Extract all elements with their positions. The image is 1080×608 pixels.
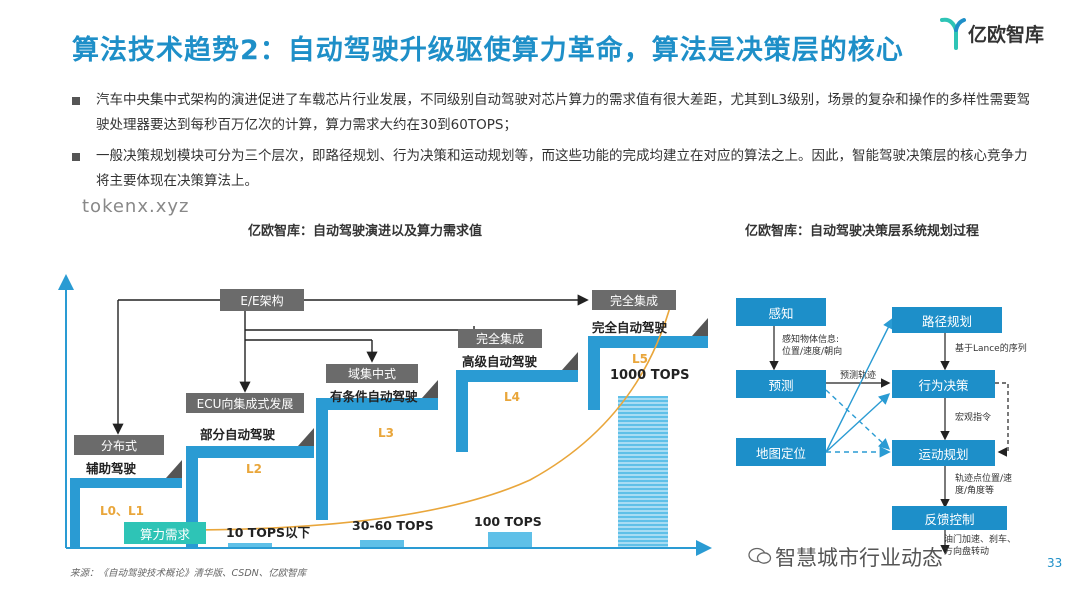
right-diagram-title: 亿欧智库：自动驾驶决策层系统规划过程	[745, 224, 980, 239]
node-route-planning: 路径规划	[892, 307, 1002, 333]
annotation: 预测轨迹	[840, 371, 877, 381]
bullet-square-icon	[72, 153, 80, 161]
compute-value: 30-60 TOPS	[352, 518, 434, 533]
arch-label-full-integration: 完全集成	[458, 329, 542, 348]
compute-demand-label: 算力需求	[124, 522, 206, 544]
level-label-l0-l1: L0、L1	[100, 504, 144, 518]
compute-bar	[618, 396, 668, 547]
annotation: 基于Lance的序列	[955, 344, 1027, 354]
compute-bar	[360, 540, 404, 547]
wechat-icon	[748, 547, 772, 564]
level-label-l4: L4	[504, 390, 520, 404]
arch-label-domain: 域集中式	[326, 364, 418, 383]
arch-label-distributed: 分布式	[74, 435, 164, 455]
compute-bar	[228, 543, 272, 547]
arch-label-ecu: ECU向集成式发展	[186, 393, 304, 413]
ee-architecture-label: E/E架构	[220, 289, 304, 311]
stage-name-l5: 完全自动驾驶	[592, 320, 668, 335]
page-title: 算法技术趋势2：自动驾驶升级驱使算力革命，算法是决策层的核心	[72, 35, 904, 66]
brand-logo-icon	[940, 17, 966, 50]
bullet-square-icon	[72, 97, 80, 105]
wechat-account-name: 智慧城市行业动态	[775, 546, 943, 570]
watermark: tokenx.xyz	[82, 196, 190, 217]
annotation: 位置/速度/朝向	[782, 347, 843, 357]
arch-label-full-integration: 完全集成	[592, 290, 676, 310]
step-corner-icon	[692, 318, 708, 336]
bullet-text: 一般决策规划模块可分为三个层次，即路径规划、行为决策和运动规划等，而这些功能的完…	[96, 148, 1028, 189]
step-l3	[316, 398, 438, 520]
stage-name-l2: 部分自动驾驶	[200, 427, 276, 442]
level-label-l3: L3	[378, 426, 394, 440]
level-label-l5: L5	[632, 352, 648, 366]
step-corner-icon	[166, 460, 182, 478]
stage-name-l3: 有条件自动驾驶	[330, 389, 418, 404]
node-behavior-decision: 行为决策	[892, 370, 995, 398]
node-prediction: 预测	[736, 370, 826, 398]
stage-name-l1: 辅助驾驶	[86, 461, 137, 476]
annotation: 度/角度等	[955, 486, 995, 496]
bullet-point: 一般决策规划模块可分为三个层次，即路径规划、行为决策和运动规划等，而这些功能的完…	[72, 144, 1032, 194]
step-corner-icon	[562, 352, 578, 370]
step-corner-icon	[422, 380, 438, 398]
step-l2	[186, 446, 314, 547]
node-localization: 地图定位	[736, 438, 826, 466]
node-motion-planning: 运动规划	[892, 440, 995, 466]
compute-bar	[488, 532, 532, 547]
compute-value: 100 TOPS	[474, 514, 542, 529]
annotation: 轨迹点位置/速	[955, 474, 1013, 484]
step-l5	[588, 336, 708, 410]
compute-value: 10 TOPS以下	[226, 525, 311, 540]
source-note: 来源：《自动驾驶技术概论》清华版、CSDN、亿欧智库	[70, 568, 307, 579]
brand-name: 亿欧智库	[968, 24, 1045, 46]
annotation: 油门加速、刹车、	[944, 535, 1017, 545]
step-corner-icon	[298, 428, 314, 446]
annotation: 方向盘转动	[944, 547, 990, 557]
bullet-text: 汽车中央集中式架构的演进促进了车载芯片行业发展，不同级别自动驾驶对芯片算力的需求…	[96, 92, 1031, 133]
step-l4	[456, 370, 578, 452]
left-diagram-title: 亿欧智库：自动驾驶演进以及算力需求值	[248, 224, 483, 239]
node-feedback-control: 反馈控制	[892, 506, 1007, 530]
compute-value: 1000 TOPS	[610, 368, 690, 383]
growth-curve	[179, 299, 673, 531]
level-label-l2: L2	[246, 462, 262, 476]
annotation: 感知物体信息:	[782, 335, 840, 345]
annotation: 宏观指令	[955, 413, 992, 423]
stage-name-l4: 高级自动驾驶	[462, 354, 538, 369]
bullet-point: 汽车中央集中式架构的演进促进了车载芯片行业发展，不同级别自动驾驶对芯片算力的需求…	[72, 88, 1032, 138]
node-perception: 感知	[736, 298, 826, 326]
page-number: 33	[1047, 556, 1063, 570]
step-l0-l1	[70, 478, 182, 547]
